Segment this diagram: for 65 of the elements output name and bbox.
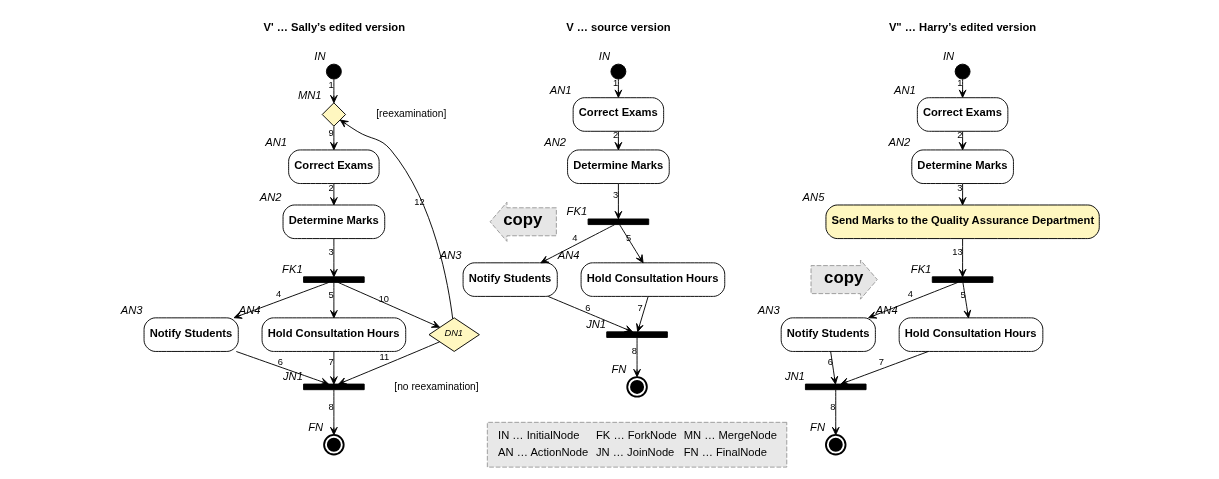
node-label: MN1 [297,88,322,101]
edge-label: 5 [625,233,631,244]
edge-label: 1 [956,77,962,88]
edge-label: 12 [413,196,425,207]
node-label: FN [610,362,626,375]
edge-label: 7 [637,303,643,314]
edge-label: 13 [951,247,963,258]
label: V' … Sally’s edited version [262,20,405,33]
node-label: AN2 [259,190,281,203]
edge-label: 2 [327,183,334,194]
edge-label: 6 [277,357,283,368]
edge-label: 9 [327,127,334,138]
node-label: IN [313,50,325,63]
node-label: AN1 [264,135,287,148]
node-label: AN1 [893,83,916,96]
label: V" … Harry’s edited version [888,20,1036,33]
node-label: AN1 [549,83,572,96]
label: FN … FinalNode [683,446,767,459]
edge-label: 3 [327,247,334,258]
label: AN … ActionNode [497,446,588,459]
node-label: AN5 [802,190,824,203]
node-label: FK1 [281,262,303,275]
node-label: JN1 [585,317,606,330]
label: FK … ForkNode [595,428,677,441]
node-label: AN3 [757,303,780,316]
edge-label: 6 [584,303,590,314]
edge-label: 8 [631,346,637,357]
edge-label: 8 [327,401,334,412]
edge-label: 6 [827,357,833,368]
node-label: AN2 [543,135,566,148]
node-label: AN2 [887,135,910,148]
node-label: AN4 [238,303,260,316]
edge-label: 1 [612,77,618,88]
edge-label: 1 [327,80,334,91]
edge-label: 10 [378,294,389,305]
node-label: FK1 [910,262,931,275]
node-label: IN [598,50,610,63]
label: V … source version [565,20,671,33]
edge-label: 5 [959,289,966,300]
edge-label: 4 [907,289,913,300]
edge-label: 2 [612,129,618,140]
edge-label: 5 [327,289,334,300]
node-label: FK1 [566,204,587,217]
edge-label: 3 [612,190,618,201]
edge-label: 7 [878,357,884,368]
edge-label: 4 [275,289,281,300]
node-label: AN3 [439,248,462,261]
edge-label: 3 [956,183,962,194]
label: JN … JoinNode [595,446,674,459]
node-label: AN4 [557,248,580,261]
edge-label: 8 [829,401,836,412]
node-label: IN [942,50,954,63]
label: [no reexamination] [393,380,479,392]
edge-label: 11 [378,352,389,363]
label: [reexamination] [375,108,446,120]
edge-label: 2 [956,129,962,140]
label: MN … MergeNode [683,428,777,441]
edge-label: 4 [571,232,578,243]
node-label: JN1 [282,369,303,382]
node-label: AN3 [120,303,142,316]
node-label: FN [307,420,323,433]
node-label: FN [809,420,825,433]
edge-label: 7 [327,357,334,368]
node-label: JN1 [784,369,805,382]
label: IN … InitialNode [497,428,580,441]
